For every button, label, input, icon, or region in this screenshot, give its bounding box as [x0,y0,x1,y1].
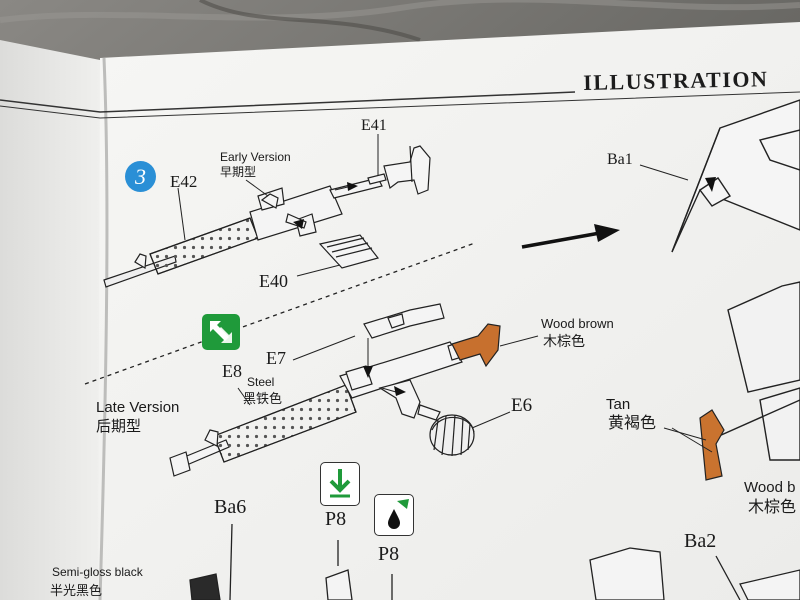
page-title: ILLUSTRATION [583,66,769,95]
shield-drawing [709,281,800,461]
tan-part [699,409,725,481]
leader-wood-brown [499,335,539,347]
header-rule-top [0,91,576,113]
glue-icon [320,462,360,506]
direction-arrow [521,224,620,249]
part-label-Ba6: Ba6 [214,496,247,518]
semi-gloss-paint-cn-label: 半光黑色 [50,583,103,598]
early-version-label: Early Version [220,150,291,164]
steel-paint-cn-label: 黑铁色 [243,391,283,406]
semi-gloss-paint-label: Semi-gloss black [52,565,143,579]
early-version-gun [103,145,431,288]
tan-paint-label: Tan [606,396,631,413]
part-label-P8-b: P8 [378,543,400,565]
right-page [98,22,800,600]
leader-E42 [177,187,186,241]
step-number-badge: 3 [125,161,156,192]
part-label-P8-a: P8 [325,508,347,530]
cement-drop-icon [374,494,414,536]
late-version-cn-label: 后期型 [96,418,142,435]
part-label-E7: E7 [266,348,286,368]
assembly-icon [202,314,240,350]
leader-E7 [292,335,356,361]
leader-early [245,179,269,197]
part-label-E41: E41 [361,117,387,134]
part-label-Ba1: Ba1 [607,151,633,168]
wood-brown-paint-cn-label: 木棕色 [543,333,585,349]
dashed-separator [84,242,476,385]
header-rule-bottom [0,91,800,119]
wood-stock [451,323,501,368]
part-label-Ba2: Ba2 [684,530,717,552]
steel-paint-label: Steel [247,375,275,389]
wood-right-paint-label: Wood b [744,479,796,496]
part-label-E8: E8 [222,361,242,381]
seat-drawing [589,547,665,600]
part-label-E42: E42 [170,172,198,191]
left-page [0,40,110,600]
black-part [189,573,221,600]
wood-right-paint-cn-label: 木棕色 [748,499,797,516]
tripod-top-drawing [671,99,800,253]
leader-E40 [296,264,341,277]
leader-Ba6 [229,523,233,600]
tan-paint-cn-label: 黄褐色 [608,415,657,432]
part-label-E6: E6 [511,395,533,416]
leader-E6 [471,411,511,429]
wood-brown-paint-label: Wood brown [541,316,614,331]
early-version-cn-label: 早期型 [220,165,257,179]
part-label-E40: E40 [259,271,288,291]
leader-E8 [237,387,251,406]
late-version-label: Late Version [96,399,180,416]
